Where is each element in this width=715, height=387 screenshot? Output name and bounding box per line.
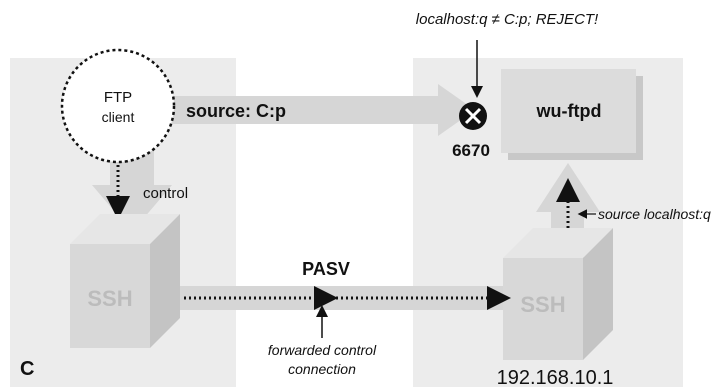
wu-ftpd-box (501, 69, 636, 153)
source-localhost-note: source localhost:q (598, 206, 711, 222)
pasv-label: PASV (302, 259, 350, 279)
ftp-client-subtitle: client (102, 109, 135, 125)
wu-ftpd-label: wu-ftpd (536, 101, 602, 121)
client-ssh-label: SSH (87, 286, 132, 311)
client-ssh-cube-top (70, 214, 180, 244)
server-ssh-label: SSH (520, 292, 565, 317)
forwarded-note-line2: connection (288, 361, 356, 377)
source-connection-label: source: C:p (186, 101, 286, 121)
ftp-client-title: FTP (104, 89, 132, 106)
server-ssh-cube-side (583, 228, 613, 360)
server-ssh-cube-top (503, 228, 613, 258)
client-control-band (92, 148, 172, 232)
source-connection-band (150, 84, 475, 136)
client-ssh-cube-side (150, 214, 180, 348)
control-label: control (143, 185, 188, 202)
server-ip-label: 192.168.10.1 (497, 367, 614, 387)
forwarded-note-line1: forwarded control (268, 342, 377, 358)
server-ssh-cube-front (503, 258, 583, 360)
ftp-client-node (60, 48, 176, 164)
client-host-label: C (20, 358, 34, 380)
port-number-label: 6670 (452, 141, 490, 160)
reject-cross-b (464, 107, 482, 125)
reject-note: localhost:q ≠ C:p; REJECT! (416, 11, 599, 28)
client-ssh-cube-front (70, 244, 150, 348)
